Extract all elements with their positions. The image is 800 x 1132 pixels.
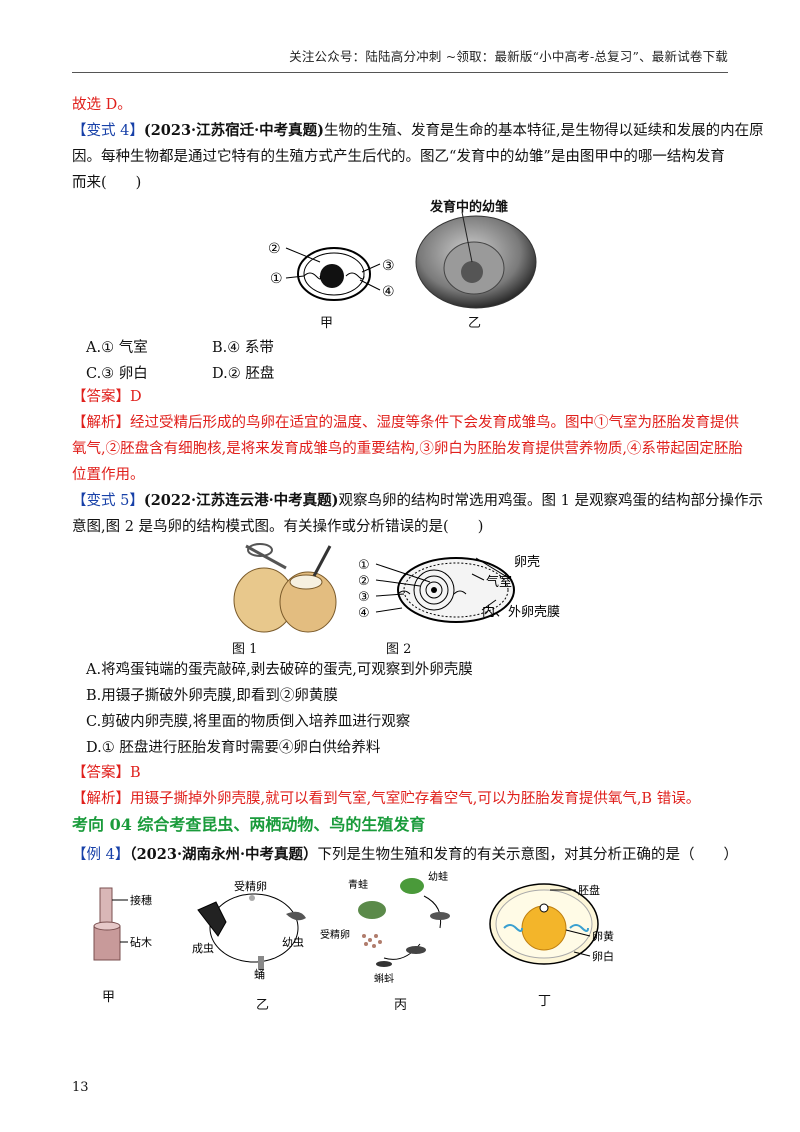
q4-text1: 生物的生殖、发育是生命的基本特征,是生物得以延续和发展的内在原 [324,123,764,139]
q5-analysis1: 用镊子撕掉外卵壳膜,就可以看到气室,气室贮存着空气,可以为胚胎发育提供氧气,B … [130,791,701,807]
q5-option-c: C.剪破内卵壳膜,将里面的物质倒入培养皿进行观察 [86,714,411,730]
fig-yi-caption: 乙 [468,316,482,331]
q5-source: (2022·江苏连云港·中考真题) [143,492,339,509]
ex4-line1: 【例 4】（2023·湖南永州·中考真题）下列是生物生殖和发育的有关示意图，对其… [72,844,738,866]
developing-chick-photo [415,212,537,309]
ex4-cap-jia: 甲 [102,990,116,1005]
ex4-cap-yi: 乙 [256,998,270,1013]
q5-option-d: D.① 胚盘进行胚胎发育时需要④卵白供给养料 [86,740,381,756]
insect-lifecycle-diagram: 受精卵 成虫 幼虫 蛹 [192,880,306,980]
bing-label-frog: 青蛙 [348,878,368,891]
answer-line: 故选 D。 [72,97,132,113]
fig2-label-shell: 卵壳 [514,555,540,570]
page-number: 13 [72,1080,89,1095]
jia-label-3: ③ [382,258,395,274]
q4-option-c: C.③ 卵白 [86,366,148,382]
fig2-caption: 图 2 [386,642,412,657]
q5-tag: 【变式 5】 [72,493,144,509]
fig1-caption: 图 1 [232,642,258,657]
jia-label-4: ④ [382,284,395,300]
bing-label-tadpole: 蝌蚪 [374,972,394,985]
fig2-label-1: ① [358,558,370,573]
fig-jia-caption: 甲 [320,316,334,331]
fig-yi-title: 发育中的幼雏 [430,200,509,215]
q4-option-b: B.④ 系带 [212,340,274,356]
jia-label-scion: 接穗 [130,894,152,907]
grafting-diagram: 接穗 砧木 [93,887,152,961]
yi-label-pupa: 蛹 [254,968,265,980]
jia-label-2: ② [268,241,281,257]
q4-line2: 因。每种生物都是通过它特有的生殖方式产生后代的。图乙“发育中的幼雏”是由图甲中的… [72,149,725,165]
egg-operation-photo [233,543,337,633]
q5-answer-line: 【答案】B [72,762,141,784]
fig2-label-4: ④ [358,606,370,621]
q5-answer-tag: 【答案】 [72,765,130,781]
q4-option-a: A.① 气室 [86,340,148,356]
q5-analysis-tag: 【解析】 [72,791,130,807]
frog-lifecycle-diagram: 青蛙 幼蛙 受精卵 蝌蚪 [320,870,450,985]
q5-option-b: B.用镊子撕破外卵壳膜,即看到②卵黄膜 [86,688,338,704]
q4-line3: 而来( ) [72,175,142,191]
jia-label-1: ① [270,271,283,287]
ding-label-yolk: 卵黄 [592,929,614,943]
q4-source: (2023·江苏宿迁·中考真题) [143,122,325,139]
q4-answer: D [130,389,142,405]
q4-answer-line: 【答案】D [72,386,142,408]
fig2-label-3: ③ [358,590,370,605]
page-header: 关注公众号：陆陆高分冲刺 ~领取：最新版“小中高考-总复习”、最新试卷下载 [289,49,728,64]
fig2-label-air: 气室 [486,574,512,590]
jia-label-stock: 砧木 [130,935,152,949]
q4-line1: 【变式 4】(2023·江苏宿迁·中考真题)生物的生殖、发育是生命的基本特征,是… [72,120,764,142]
q4-analysis-line2: 氧气,②胚盘含有细胞核,是将来发育成雏鸟的重要结构,③卵白为胚胎发育提供营养物质… [72,441,743,457]
section-title: 考向 04 综合考查昆虫、两栖动物、鸟的生殖发育 [72,815,426,834]
header-rule [72,72,728,73]
q5-line2: 意图,图 2 是鸟卵的结构模式图。有关操作或分析错误的是( ) [72,519,484,535]
q4-analysis-tag: 【解析】 [72,415,130,431]
q5-line1: 【变式 5】(2022·江苏连云港·中考真题)观察鸟卵的结构时常选用鸡蛋。图 1… [72,490,763,512]
fig2-label-2: ② [358,574,370,589]
fig2-label-membrane: 内、外卵壳膜 [482,604,560,620]
yi-label-larva: 幼虫 [282,936,304,949]
q4-tag: 【变式 4】 [72,123,144,139]
q5-text1: 观察鸟卵的结构时常选用鸡蛋。图 1 是观察鸡蛋的结构部分操作示 [338,493,763,509]
q4-analysis-line3: 位置作用。 [72,467,145,483]
ex4-tag: 【例 4】 [72,847,130,863]
q5-analysis-line1: 【解析】用镊子撕掉外卵壳膜,就可以看到气室,气室贮存着空气,可以为胚胎发育提供氧… [72,788,700,810]
ex4-cap-bing: 丙 [394,998,408,1013]
egg-structure-diagram: ① ② ③ ④ 卵壳 气室 内、外卵壳膜 [358,555,560,623]
egg-diagram-jia: ② ① ③ ④ [268,241,395,301]
ex4-cap-ding: 丁 [538,994,552,1009]
bing-label-froglet: 幼蛙 [428,870,448,883]
ex4-text1: 下列是生物生殖和发育的有关示意图，对其分析正确的是（ ） [317,847,739,863]
bing-label-egg: 受精卵 [320,928,350,941]
ex4-source: （2023·湖南永州·中考真题） [129,846,318,863]
yi-label-adult: 成虫 [192,942,214,955]
q5-answer: B [130,765,141,781]
ding-label-disc: 胚盘 [578,883,600,897]
q4-option-d: D.② 胚盘 [212,366,275,382]
bird-egg-diagram: 胚盘 卵黄 卵白 [489,883,614,965]
q5-option-a: A.将鸡蛋钝端的蛋壳敲碎,剥去破碎的蛋壳,可观察到外卵壳膜 [86,662,473,678]
yi-label-egg: 受精卵 [234,880,267,893]
ding-label-white: 卵白 [592,949,614,963]
q4-answer-tag: 【答案】 [72,389,130,405]
q4-analysis1: 经过受精后形成的鸟卵在适宜的温度、湿度等条件下会发育成雏鸟。图中①气室为胚胎发育… [130,415,739,431]
q4-analysis-line1: 【解析】经过受精后形成的鸟卵在适宜的温度、湿度等条件下会发育成雏鸟。图中①气室为… [72,412,739,434]
